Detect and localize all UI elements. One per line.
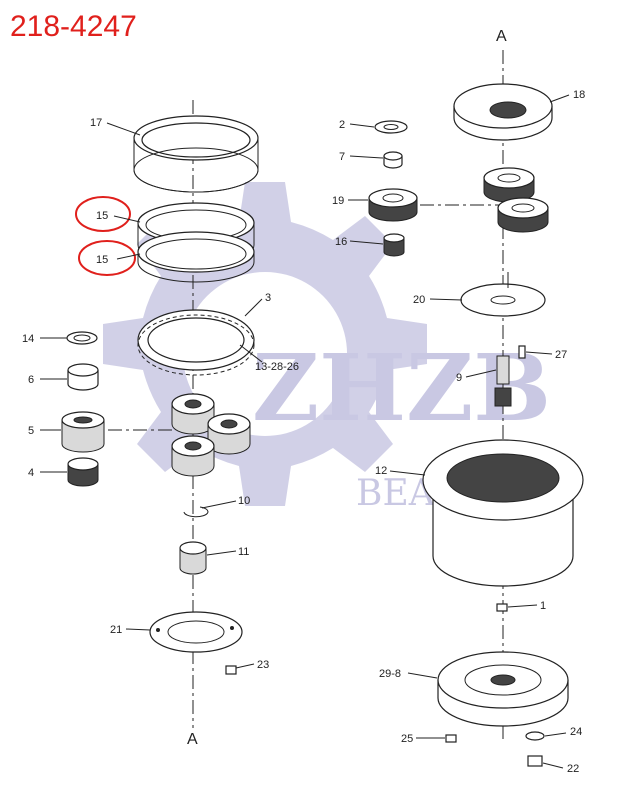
callout-1: 1 (540, 600, 546, 612)
callout-10: 10 (238, 495, 250, 507)
leader-lines (40, 94, 570, 769)
callout-13-28-26: 13-28-26 (255, 361, 299, 373)
page-title: 218-4247 (10, 10, 137, 43)
axis-label-bottom: A (187, 731, 198, 748)
callout-25: 25 (401, 733, 413, 745)
part-17-seal-ring (133, 115, 259, 193)
callout-15-upper: 15 (96, 210, 108, 222)
callout-14: 14 (22, 333, 34, 345)
callout-19: 19 (332, 195, 344, 207)
part-21-thrust-plate (149, 611, 243, 653)
part-1-plug (496, 603, 508, 612)
axis-label-top: A (496, 28, 507, 45)
callout-6: 6 (28, 374, 34, 386)
part-29-8-cover (437, 651, 569, 727)
part-6-spacer (67, 363, 99, 391)
callout-23: 23 (257, 659, 269, 671)
part-19-gear (368, 188, 418, 222)
part-27-pin (518, 345, 526, 359)
callout-9: 9 (456, 372, 462, 384)
part-11-sun-gear (179, 541, 207, 575)
callout-11: 11 (238, 546, 249, 558)
part-12-housing (422, 439, 584, 587)
part-13-ring-gear (137, 309, 255, 376)
part-23-bolt (225, 665, 237, 675)
callout-12: 12 (375, 465, 387, 477)
part-4-needle-bearing (67, 457, 99, 487)
part-24-o-ring (525, 731, 545, 741)
callout-5: 5 (28, 425, 34, 437)
callout-29-8: 29-8 (379, 668, 401, 680)
highlight-circle-15-lower (78, 240, 136, 276)
callout-18: 18 (573, 89, 585, 101)
callout-4: 4 (28, 467, 34, 479)
part-10-snap-ring (183, 506, 209, 518)
planet-gears-cluster (171, 393, 251, 477)
callout-21: 21 (110, 624, 122, 636)
callout-27: 27 (555, 349, 567, 361)
part-9-shaft (494, 355, 512, 407)
callout-2: 2 (339, 119, 345, 131)
part-25-bolt (445, 734, 457, 743)
part-7-spacer (383, 151, 403, 169)
callout-24: 24 (570, 726, 582, 738)
part-22-plug (527, 755, 543, 767)
part-14-washer (66, 331, 98, 345)
callout-16: 16 (335, 236, 347, 248)
callout-20: 20 (413, 294, 425, 306)
right-gears-pair (483, 167, 549, 233)
part-18-carrier (453, 83, 553, 141)
part-5-planet-gear (61, 411, 105, 453)
part-2-washer (374, 120, 408, 134)
callout-17: 17 (90, 117, 102, 129)
callout-22: 22 (567, 763, 579, 775)
part-16-needle-bearing (383, 233, 405, 257)
callout-3: 3 (265, 292, 271, 304)
callout-15-lower: 15 (96, 254, 108, 266)
highlight-circle-15-upper (75, 196, 131, 232)
part-15-bearing-rings (137, 202, 255, 283)
callout-7: 7 (339, 151, 345, 163)
